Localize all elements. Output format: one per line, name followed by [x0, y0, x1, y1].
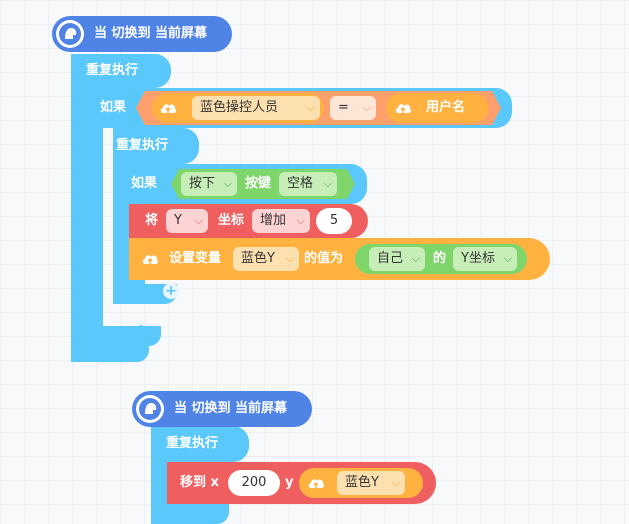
cloud-icon [142, 255, 159, 264]
forever-loop-script2-footer [151, 504, 229, 524]
forever-loop-outer-header[interactable]: 重复执行 [71, 54, 171, 88]
key-select-dropdown[interactable]: 空格 ⌵ [279, 172, 337, 196]
avatar-head-icon [139, 398, 161, 420]
avatar-icon [136, 395, 164, 423]
chevron-down-icon: ⌵ [362, 101, 371, 114]
add-block-inner-plus-icon[interactable]: + [163, 283, 179, 299]
var-name-operator: 蓝色操控人员 [200, 100, 279, 115]
var-name-blue-y: 蓝色Y [345, 475, 379, 490]
forever-label: 重复执行 [86, 63, 139, 78]
axis-dropdown[interactable]: Y ⌵ [166, 209, 208, 233]
move-y-label: y [285, 475, 294, 490]
key-action-value: 按下 [189, 176, 216, 191]
if1-arm [87, 88, 103, 346]
move-prefix: 移到 x [180, 475, 219, 490]
chevron-down-icon: ⌵ [223, 177, 232, 190]
forever-label-2: 重复执行 [166, 436, 219, 451]
event-hat-block-1[interactable]: 当 切换到 当前屏幕 [52, 16, 232, 52]
move-to-block[interactable]: 移到 x 200 y 蓝色Y ⌵ [167, 462, 436, 504]
of-label: 的 [433, 251, 447, 266]
var-dropdown-operator[interactable]: 蓝色操控人员 ⌵ [192, 96, 320, 120]
change-coordinate-block[interactable]: 将 Y ⌵ 坐标 增加 ⌵ 5 [129, 204, 368, 238]
coord-label: 坐标 [218, 213, 245, 228]
change-prefix: 将 [145, 213, 159, 228]
forever-loop-inner-arm [113, 128, 129, 304]
var-dropdown-blue-y[interactable]: 蓝色Y ⌵ [337, 471, 405, 495]
sprite-source-value: 自己 [377, 251, 404, 266]
operator-dropdown[interactable]: = ⌵ [330, 96, 376, 120]
event-hat-block-2[interactable]: 当 切换到 当前屏幕 [132, 391, 312, 427]
set-var-value: 蓝色Y [241, 251, 275, 266]
key-select-value: 空格 [287, 176, 314, 191]
axis-value: Y [174, 213, 182, 228]
forever-loop-inner-header[interactable]: 重复执行 [113, 128, 199, 164]
avatar-icon [56, 20, 84, 48]
chevron-down-icon: ⌵ [391, 476, 400, 489]
hat-label-2: 当 切换到 当前屏幕 [174, 401, 288, 416]
set-var-dropdown[interactable]: 蓝色Y ⌵ [233, 247, 299, 271]
sprite-prop-value: Y坐标 [461, 251, 495, 266]
chevron-down-icon: ⌵ [194, 214, 203, 227]
change-op-dropdown[interactable]: 增加 ⌵ [252, 209, 310, 233]
forever-loop-outer-footer [71, 342, 149, 362]
move-x-input[interactable]: 200 [228, 470, 280, 496]
hat-label-1: 当 切换到 当前屏幕 [94, 26, 208, 41]
var-name-username: 用户名 [426, 100, 466, 115]
var-reporter-blue-y[interactable]: 蓝色Y ⌵ [299, 468, 423, 498]
chevron-down-icon: ⌵ [296, 214, 305, 227]
cloud-icon [395, 104, 412, 113]
sprite-property-reporter[interactable]: 自己 ⌵ 的 Y坐标 ⌵ [355, 244, 527, 274]
chevron-down-icon: ⌵ [285, 252, 294, 265]
value-label: 的值为 [304, 251, 344, 266]
key-action-dropdown[interactable]: 按下 ⌵ [181, 172, 237, 196]
var-reporter-username[interactable]: 用户名 [386, 93, 488, 123]
avatar-head-icon [59, 23, 81, 45]
forever-loop-script2-header[interactable]: 重复执行 [151, 426, 249, 462]
set-variable-block[interactable]: 设置变量 蓝色Y ⌵ 的值为 自己 ⌵ 的 Y坐标 ⌵ [129, 238, 550, 280]
change-amount-input[interactable]: 5 [316, 208, 352, 234]
var-reporter-operator[interactable]: 蓝色操控人员 ⌵ [152, 93, 324, 123]
if2-label: 如果 [131, 176, 158, 191]
chevron-down-icon: ⌵ [323, 177, 332, 190]
cloud-icon [160, 104, 177, 113]
key-label: 按键 [245, 176, 272, 191]
operator-value: = [338, 100, 349, 115]
sprite-source-dropdown[interactable]: 自己 ⌵ [369, 247, 425, 271]
forever-loop-outer-arm [71, 54, 87, 362]
chevron-down-icon: ⌵ [503, 252, 512, 265]
chevron-down-icon: ⌵ [306, 101, 315, 114]
change-op-value: 增加 [260, 213, 287, 228]
set-var-prefix: 设置变量 [169, 251, 222, 266]
if1-footer [87, 326, 161, 346]
cloud-icon [308, 479, 325, 488]
sprite-prop-dropdown[interactable]: Y坐标 ⌵ [453, 247, 517, 271]
chevron-down-icon: ⌵ [411, 252, 420, 265]
if1-label: 如果 [100, 100, 127, 115]
forever-inner-label: 重复执行 [116, 138, 169, 153]
